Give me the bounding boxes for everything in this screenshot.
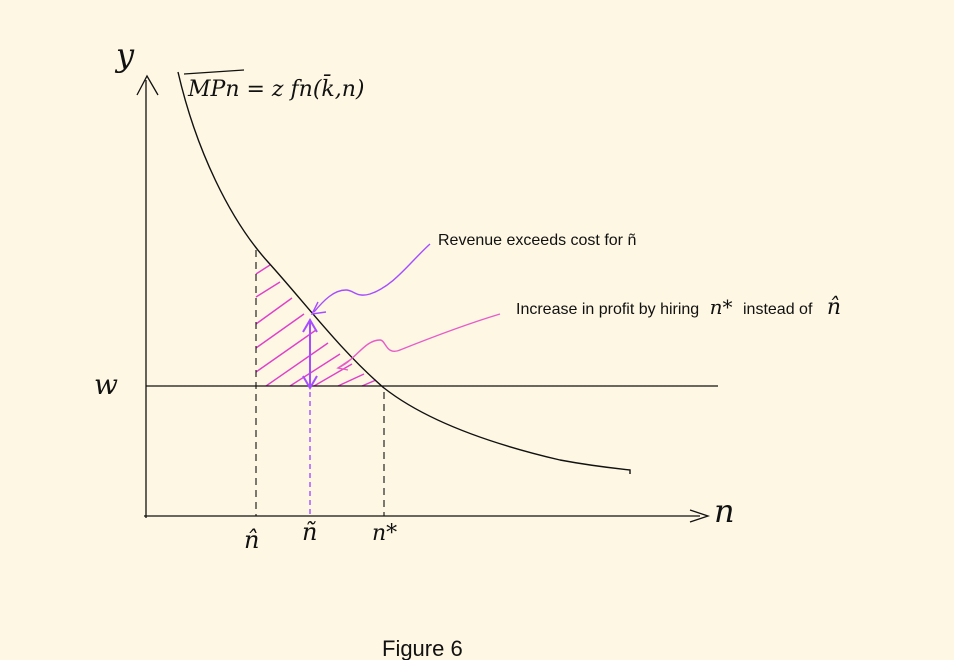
revenue-annotation: Revenue exceeds cost for ñ [438, 232, 636, 249]
curve-label-overline [183, 69, 245, 75]
tick-label-n-star: n* [372, 521, 397, 546]
y-axis-label: y [114, 36, 135, 74]
profit-annotation-middle: instead of [743, 301, 813, 318]
revenue-gap-arrow [302, 318, 318, 390]
profit-pointer [337, 313, 501, 369]
curve-label: MPn = z fn(k̄,n) [187, 74, 364, 102]
profit-annotation: Increase in profit by hiring n* instead … [516, 295, 841, 320]
profit-annotation-n-hat: n̂ [827, 295, 841, 320]
profit-hatch-region [255, 264, 377, 387]
y-axis-arrowhead [136, 74, 159, 96]
x-axis-label: n [714, 492, 735, 530]
x-axis-arrowhead [689, 509, 711, 523]
profit-pointer-head [336, 359, 351, 371]
profit-annotation-prefix: Increase in profit by hiring [516, 301, 699, 318]
figure-caption: Figure 6 [382, 636, 463, 660]
tick-label-n-hat: n̂ [244, 526, 259, 554]
wage-label: w [94, 368, 118, 401]
profit-annotation-n-star: n* [710, 295, 733, 319]
tick-label-n-tilde: ñ [302, 518, 317, 546]
axes [136, 74, 711, 523]
mpn-curve [177, 71, 631, 474]
revenue-pointer [313, 243, 431, 313]
revenue-pointer-head [310, 301, 327, 315]
